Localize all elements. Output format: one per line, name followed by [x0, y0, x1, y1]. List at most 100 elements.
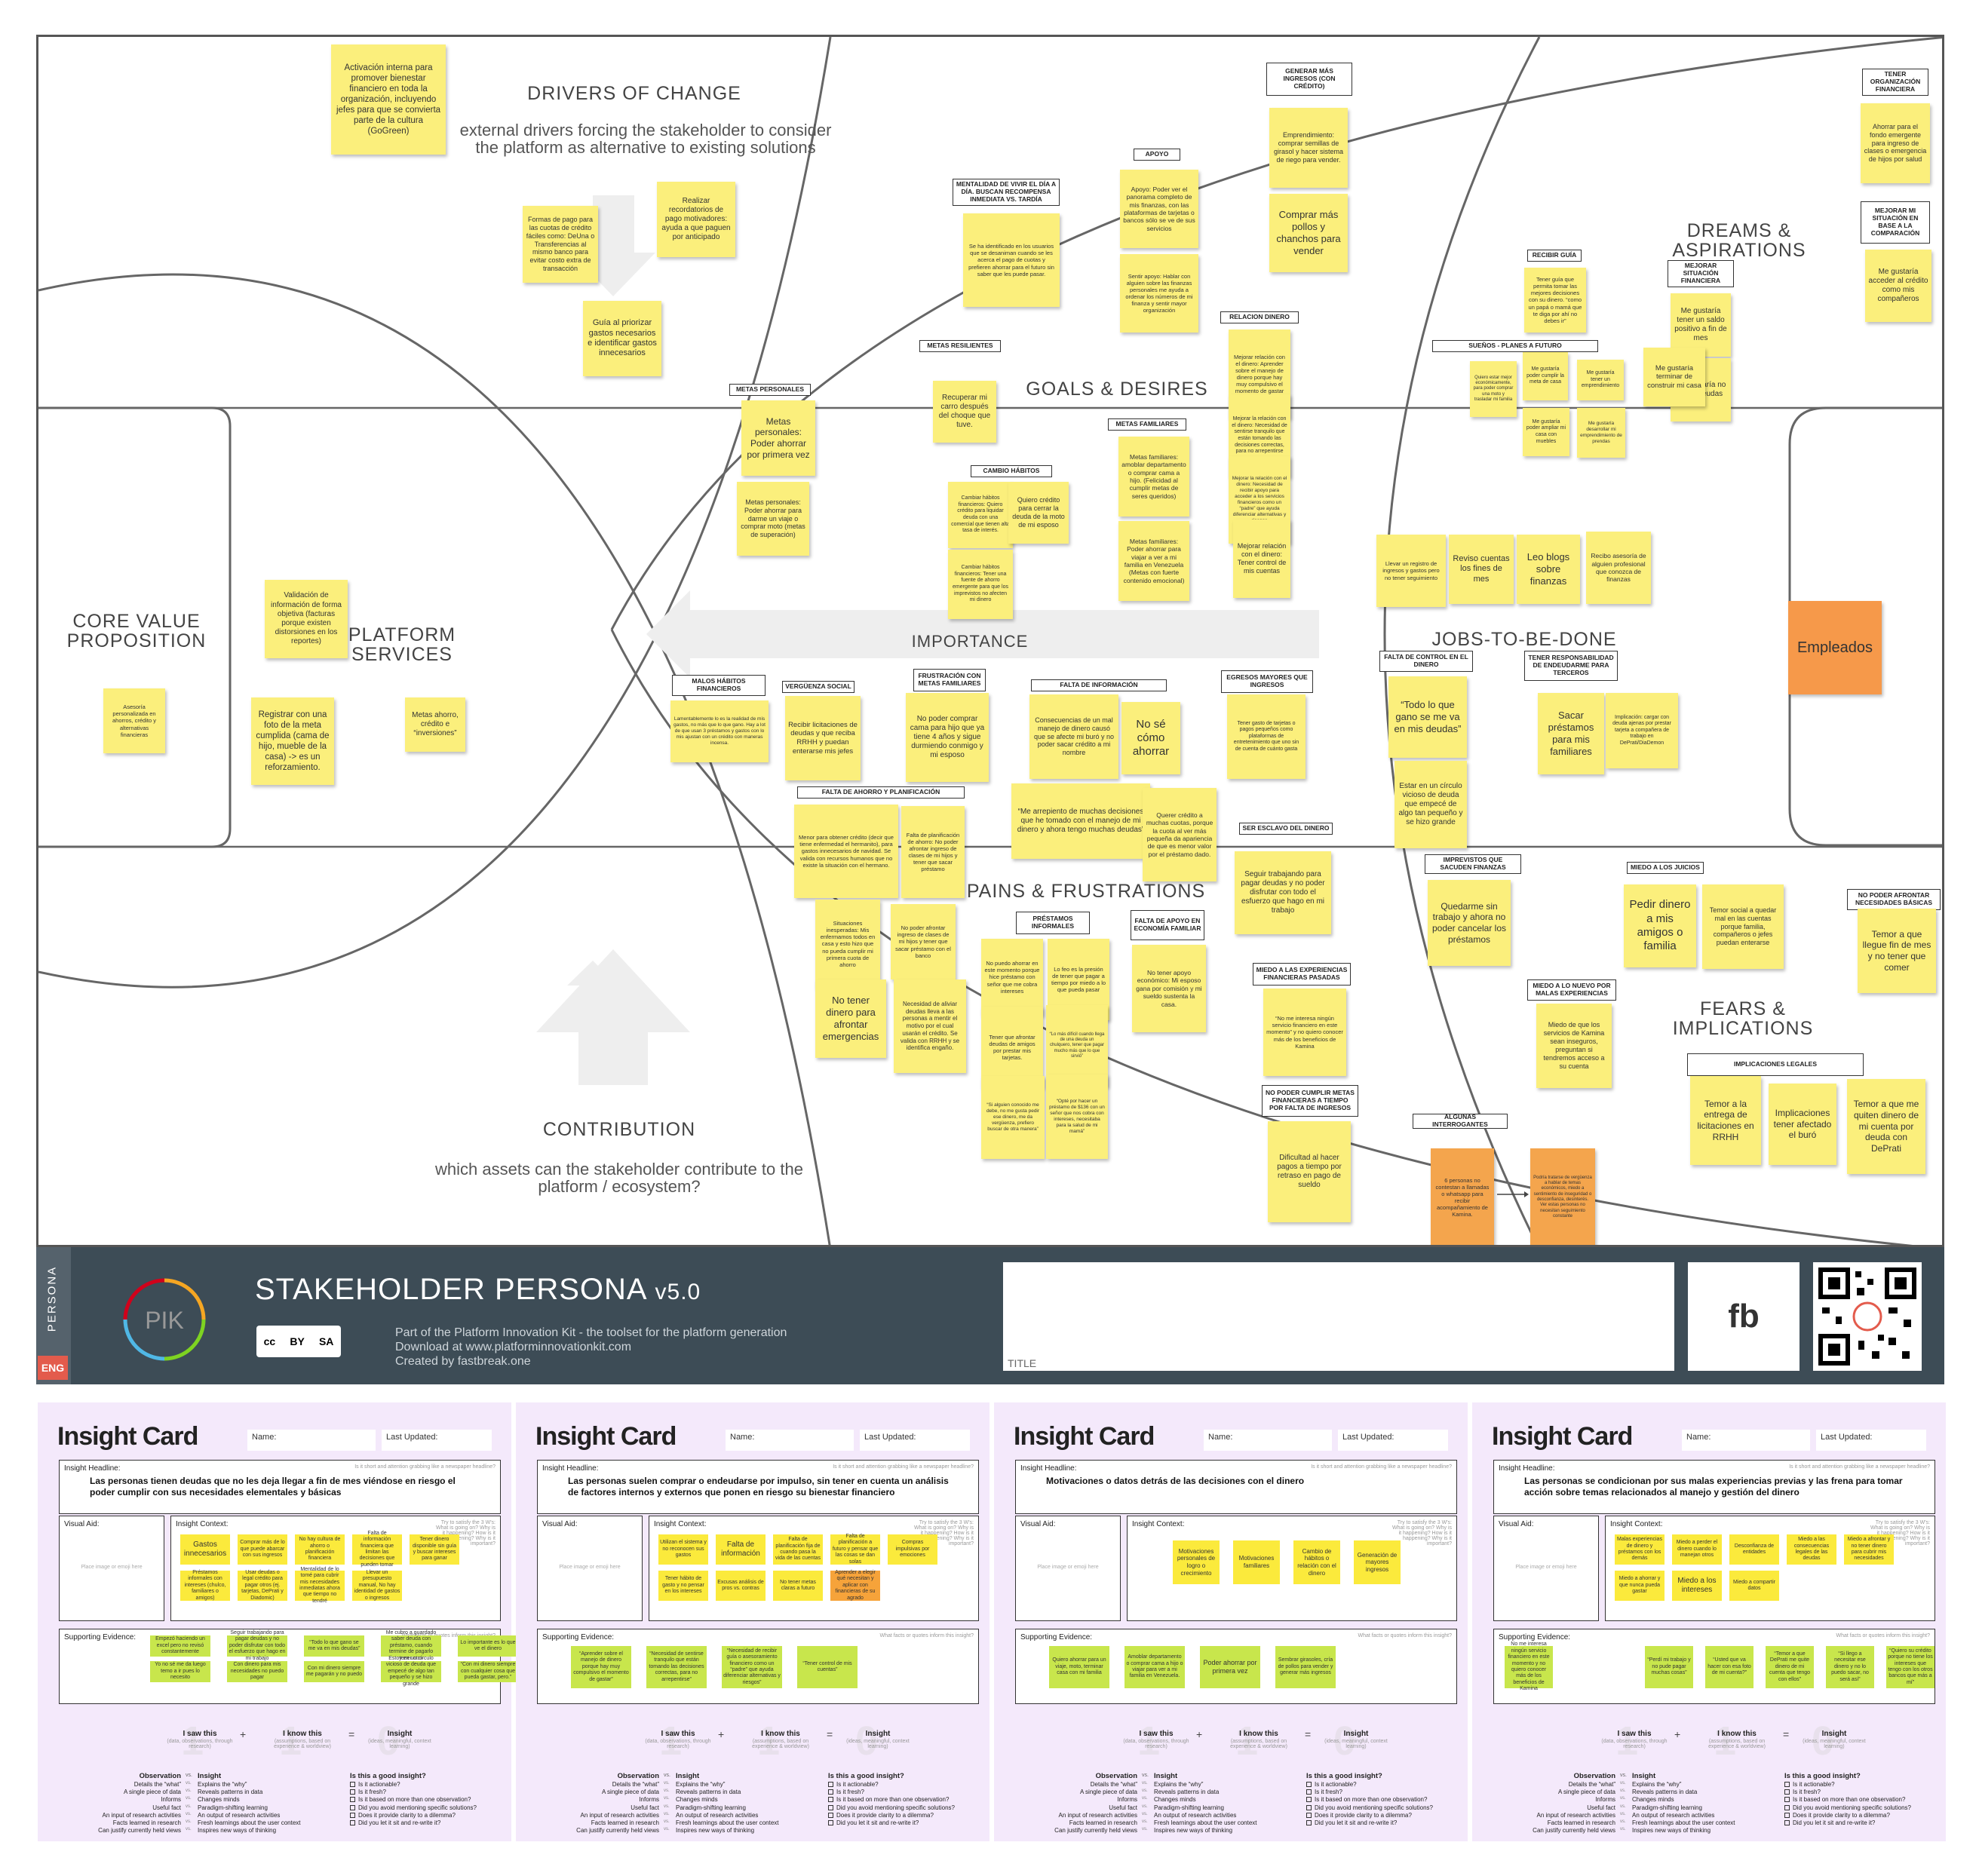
sticky-note[interactable]: Se ha identificado en los usuarios que s… [963, 213, 1060, 307]
good-insight-check[interactable]: Is it fresh? [350, 1789, 386, 1795]
good-insight-check[interactable]: Is it actionable? [1306, 1781, 1357, 1788]
sticky-note[interactable]: Pedir dinero a mis amigos o familia [1624, 884, 1696, 967]
sticky-note[interactable]: No puedo ahorrar en este momento porque … [981, 939, 1043, 1016]
evidence-sticky-note[interactable]: Yo no sé me da luego temo a ir pues lo n… [150, 1661, 210, 1682]
evidence-sticky-note[interactable]: “Quiero su crédito porque no tiene los i… [1886, 1646, 1935, 1688]
good-insight-check[interactable]: Does it provide clarity to a dilemma? [1306, 1812, 1412, 1819]
visual-aid-box[interactable]: Visual Aid: Place image or emoji here [59, 1516, 164, 1621]
sticky-note[interactable]: Apoyo: Poder ver el panorama completo de… [1120, 170, 1198, 248]
good-insight-check[interactable]: Did you let it sit and re-write it? [1784, 1819, 1875, 1826]
sticky-note[interactable]: Me gustaría acceder al crédito como mis … [1865, 250, 1931, 322]
good-insight-check[interactable]: Did you avoid mentioning specific soluti… [1784, 1804, 1911, 1811]
evidence-sticky-note[interactable]: “Perdí mi trabajo y no pude pagar muchas… [1645, 1646, 1693, 1688]
good-insight-check[interactable]: Did you avoid mentioning specific soluti… [828, 1804, 955, 1811]
sticky-note-highlight[interactable]: 6 personas no contestan a llamadas o wha… [1431, 1148, 1494, 1245]
sticky-note[interactable]: Ahorrar para el fondo emergente para ing… [1861, 103, 1930, 183]
sticky-note[interactable]: Me gustaría tener un emprendimiento [1577, 360, 1624, 400]
good-insight-check[interactable]: Did you avoid mentioning specific soluti… [1306, 1804, 1433, 1811]
evidence-sticky-note[interactable]: “Con mi dinero siempre con cualquier cos… [458, 1661, 518, 1682]
visual-aid-box[interactable]: Visual Aid: Place image or emoji here [1015, 1516, 1121, 1621]
evidence-sticky-note[interactable]: Amoblar departamento o comprar cama a hi… [1125, 1646, 1185, 1688]
checkbox-icon[interactable] [1306, 1804, 1312, 1810]
checkbox-icon[interactable] [350, 1797, 355, 1803]
context-sticky-note[interactable]: Miedo a perder el dinero cuando lo manej… [1672, 1534, 1722, 1565]
last-updated-field[interactable]: Last Updated: [860, 1430, 970, 1451]
good-insight-check[interactable]: Did you avoid mentioning specific soluti… [350, 1804, 477, 1811]
evidence-sticky-note[interactable]: “Aprender sobre el manejo de dinero porq… [571, 1646, 631, 1688]
sticky-note[interactable]: Metas familiares: amoblar departamento o… [1118, 437, 1189, 517]
context-sticky-note[interactable]: Excusas análisis de pros vs. contras [716, 1571, 766, 1601]
context-sticky-note[interactable]: Cambio de hábitos o relación con el dine… [1293, 1540, 1340, 1584]
sticky-note[interactable]: “Lo más difícil cuando llega de una deud… [1046, 1005, 1108, 1087]
sticky-note[interactable]: Quiero estar mejor económicamente, para … [1470, 361, 1517, 417]
good-insight-check[interactable]: Is it based on more than one observation… [828, 1796, 949, 1803]
checkbox-icon[interactable] [828, 1782, 833, 1787]
checkbox-icon[interactable] [1306, 1820, 1312, 1825]
evidence-sticky-note[interactable]: Sembrar girasoles, cría de pollos para v… [1275, 1646, 1336, 1688]
checkbox-icon[interactable] [1306, 1789, 1312, 1795]
checkbox-icon[interactable] [1306, 1797, 1312, 1803]
sticky-note[interactable]: “Me arrepiento de muchas decisiones que … [1011, 783, 1150, 859]
sticky-note[interactable]: Guía al priorizar gastos necesarios e id… [583, 301, 661, 376]
good-insight-check[interactable]: Does it provide clarity to a dilemma? [1784, 1812, 1890, 1819]
checkbox-icon[interactable] [1784, 1812, 1790, 1818]
evidence-sticky-note[interactable]: Con mi dinero siempre me pagarán y no pu… [304, 1661, 364, 1682]
context-sticky-note[interactable]: Falta de planificación a futuro y pensar… [830, 1534, 880, 1565]
context-sticky-note[interactable]: Utilizan el sistema y no reconocen sus g… [658, 1534, 708, 1565]
last-updated-field[interactable]: Last Updated: [1816, 1430, 1926, 1451]
evidence-sticky-note[interactable]: “Usted que va hacer con esa foto de mi c… [1705, 1646, 1753, 1688]
sticky-note[interactable]: Sentir apoyo: Hablar con alguien sobre l… [1120, 254, 1198, 333]
supporting-evidence-box[interactable]: Supporting Evidence: What facts or quote… [1493, 1629, 1935, 1704]
sticky-note[interactable]: Metas personales: Poder ahorrar por prim… [741, 400, 815, 476]
credits-download-link[interactable]: Download at www.platforminnovationkit.co… [395, 1341, 632, 1354]
checkbox-icon[interactable] [350, 1812, 355, 1818]
sticky-note[interactable]: Quiero crédito para cerrar la deuda de l… [1008, 482, 1069, 544]
sticky-note[interactable]: Activación interna para promover bienest… [331, 44, 446, 155]
insight-context-box[interactable]: Insight Context: Try to satisfy the 3 W'… [170, 1516, 501, 1621]
name-field[interactable]: Name: [247, 1430, 376, 1451]
sticky-note[interactable]: Temor a que llegue fin de mes y no tener… [1858, 909, 1936, 993]
sticky-note[interactable]: Implicación: cargar con deuda ajenas por… [1606, 693, 1678, 768]
sticky-note[interactable]: Cambiar hábitos financieros: Tener una f… [948, 550, 1013, 619]
good-insight-check[interactable]: Does it provide clarity to a dilemma? [350, 1812, 456, 1819]
sticky-note[interactable]: Validación de información de forma objet… [265, 580, 348, 658]
checkbox-icon[interactable] [350, 1820, 355, 1825]
sticky-note[interactable]: Temor a que me quiten dinero de mi cuent… [1847, 1079, 1925, 1174]
headline-box[interactable]: Insight Headline: Is it short and attent… [537, 1460, 979, 1514]
visual-aid-box[interactable]: Visual Aid: Place image or emoji here [1493, 1516, 1599, 1621]
sticky-note[interactable]: No sé cómo ahorrar [1121, 702, 1180, 774]
good-insight-check[interactable]: Is it fresh? [1306, 1789, 1342, 1795]
context-sticky-note[interactable]: Tener hábito de gasto y no pensar en los… [658, 1571, 708, 1601]
last-updated-field[interactable]: Last Updated: [382, 1430, 492, 1451]
title-field[interactable]: TITLE [1003, 1262, 1674, 1371]
sticky-note[interactable]: No poder afrontar ingreso de clases de m… [891, 904, 956, 979]
sticky-note[interactable]: Lamentablemente lo es la realidad de mis… [670, 700, 769, 762]
sticky-note[interactable]: “Todo lo que gano se me va en mis deudas… [1388, 676, 1467, 758]
sticky-note[interactable]: Situaciones inesperadas: Mis enfermamos … [815, 900, 880, 989]
checkbox-icon[interactable] [828, 1804, 833, 1810]
context-sticky-note[interactable]: Compras impulsivas por emociones [888, 1534, 937, 1565]
sticky-note[interactable]: Estar en un círculo vicioso de deuda que… [1395, 761, 1467, 848]
sticky-note[interactable]: Me gustaría tener un saldo positivo a fi… [1671, 293, 1731, 357]
good-insight-check[interactable]: Is it based on more than one observation… [1784, 1796, 1905, 1803]
sticky-note[interactable]: Mejorar relación con el dinero: Tener co… [1233, 520, 1290, 598]
context-sticky-note[interactable]: Miedo a compartir datos [1729, 1571, 1779, 1601]
headline-box[interactable]: Insight Headline: Is it short and attent… [1493, 1460, 1935, 1514]
sticky-note[interactable]: Registrar con una foto de la meta cumpli… [251, 697, 334, 785]
evidence-sticky-note[interactable]: Estoy en un círculo vicioso de deuda que… [381, 1656, 441, 1687]
checkbox-icon[interactable] [1306, 1782, 1312, 1787]
context-sticky-note[interactable]: Motivaciones personales de logro o creci… [1173, 1540, 1220, 1584]
insight-context-box[interactable]: Insight Context: Try to satisfy the 3 W'… [1127, 1516, 1457, 1621]
context-sticky-note[interactable]: Miedo a afrontar y no tener dinero para … [1844, 1534, 1894, 1565]
context-sticky-note[interactable]: Aprender a elegir qué necesitan y aplica… [830, 1570, 880, 1601]
sticky-note[interactable]: Comprar más pollos y chanchos para vende… [1269, 194, 1348, 272]
sticky-note[interactable]: Falta de planificación de ahorro: No pod… [901, 806, 965, 898]
evidence-sticky-note[interactable]: Quiero ahorrar para un viaje, moto, term… [1049, 1646, 1109, 1688]
good-insight-check[interactable]: Is it fresh? [828, 1789, 864, 1795]
sticky-note[interactable]: Tener que afrontar deudas de amigos por … [981, 1007, 1043, 1088]
sticky-note[interactable]: Recuperar mi carro después del choque qu… [933, 381, 996, 443]
evidence-sticky-note[interactable]: “Todo lo que gano se me va en mis deudas… [304, 1635, 364, 1657]
good-insight-check[interactable]: Is it actionable? [350, 1781, 400, 1788]
context-sticky-note[interactable]: Miedo a las consecuencias legales de las… [1787, 1534, 1836, 1565]
sticky-note[interactable]: Realizar recordatorios de pago motivador… [657, 182, 735, 257]
